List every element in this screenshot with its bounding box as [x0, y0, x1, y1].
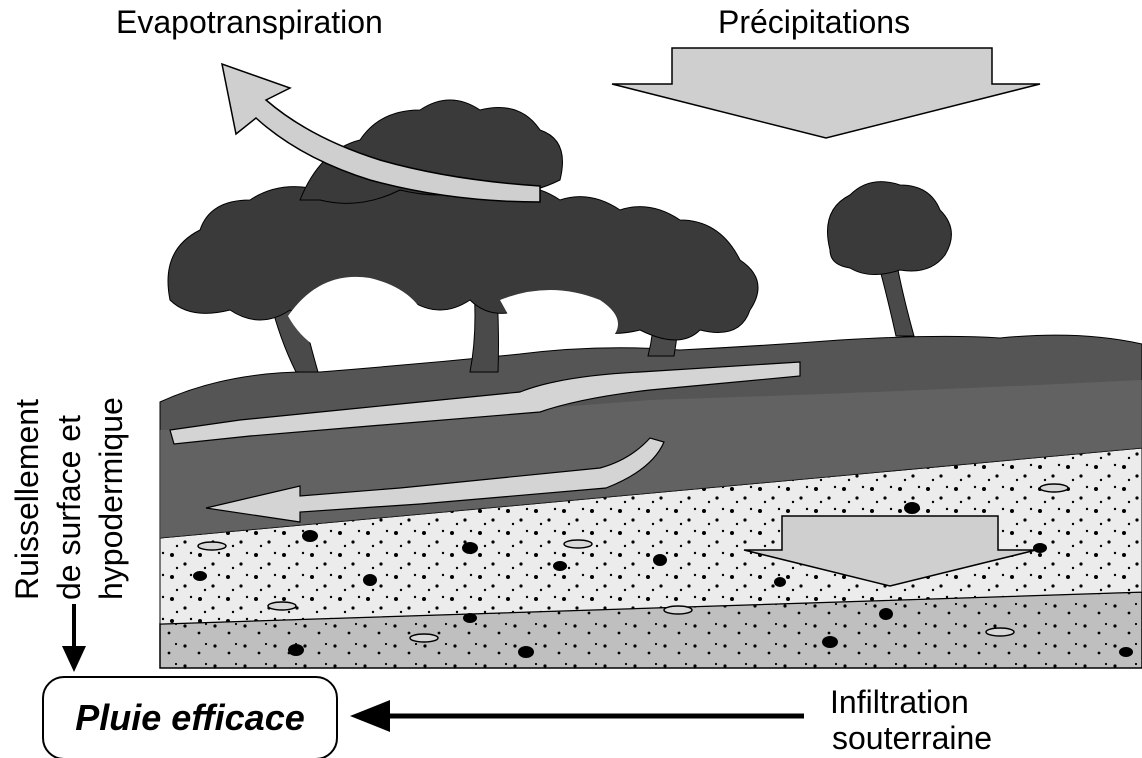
infiltration-label-line2: souterraine — [832, 720, 992, 757]
effective-rain-label: Pluie efficace — [75, 697, 304, 739]
effective-rain-box: Pluie efficace — [42, 676, 338, 758]
infiltration-label-line1: Infiltration — [830, 684, 969, 721]
evapotranspiration-label: Evapotranspiration — [116, 4, 383, 41]
runoff-down-arrow — [62, 604, 86, 672]
precipitation-label: Précipitations — [718, 4, 910, 41]
precipitation-arrow — [612, 48, 1040, 138]
infiltration-to-rain-arrow — [350, 700, 804, 732]
